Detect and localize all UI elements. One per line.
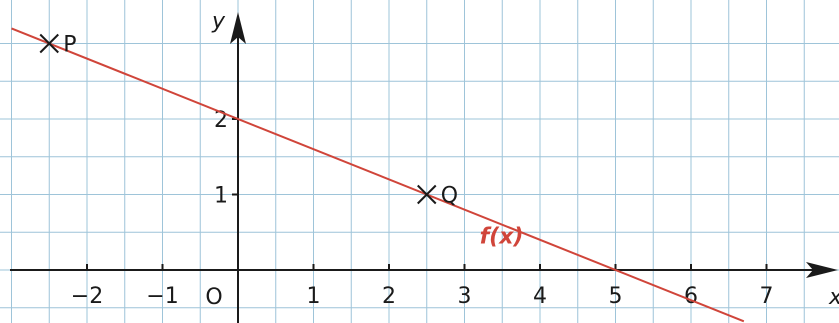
- x-tick-label: 2: [382, 284, 396, 309]
- point-label-p: P: [63, 33, 76, 58]
- x-tick-label: 7: [760, 284, 774, 309]
- series: [11, 27, 745, 323]
- x-tick-label: 1: [307, 284, 321, 309]
- x-tick-label: 3: [458, 284, 472, 309]
- x-tick-label: 6: [684, 284, 698, 309]
- point-label-q: Q: [441, 184, 458, 209]
- x-tick-label: 5: [609, 284, 623, 309]
- axes: [10, 12, 838, 323]
- labels: O x y f(x): [205, 9, 839, 310]
- y-tick-label: 1: [214, 184, 228, 209]
- point-marker-q: [417, 184, 437, 205]
- x-axis-label: x: [828, 285, 839, 310]
- x-axis-arrowhead: [806, 262, 838, 278]
- y-axis-label: y: [211, 9, 226, 34]
- point-marker-p: [39, 33, 59, 54]
- y-axis-arrowhead: [230, 12, 246, 44]
- x-tick-label: −2: [71, 284, 103, 309]
- origin-label: O: [205, 285, 222, 310]
- x-tick-label: 4: [533, 284, 547, 309]
- function-label: f(x): [480, 225, 524, 250]
- series-line-f: [11, 27, 745, 323]
- x-tick-label: −1: [146, 284, 178, 309]
- points: PQ: [39, 33, 458, 209]
